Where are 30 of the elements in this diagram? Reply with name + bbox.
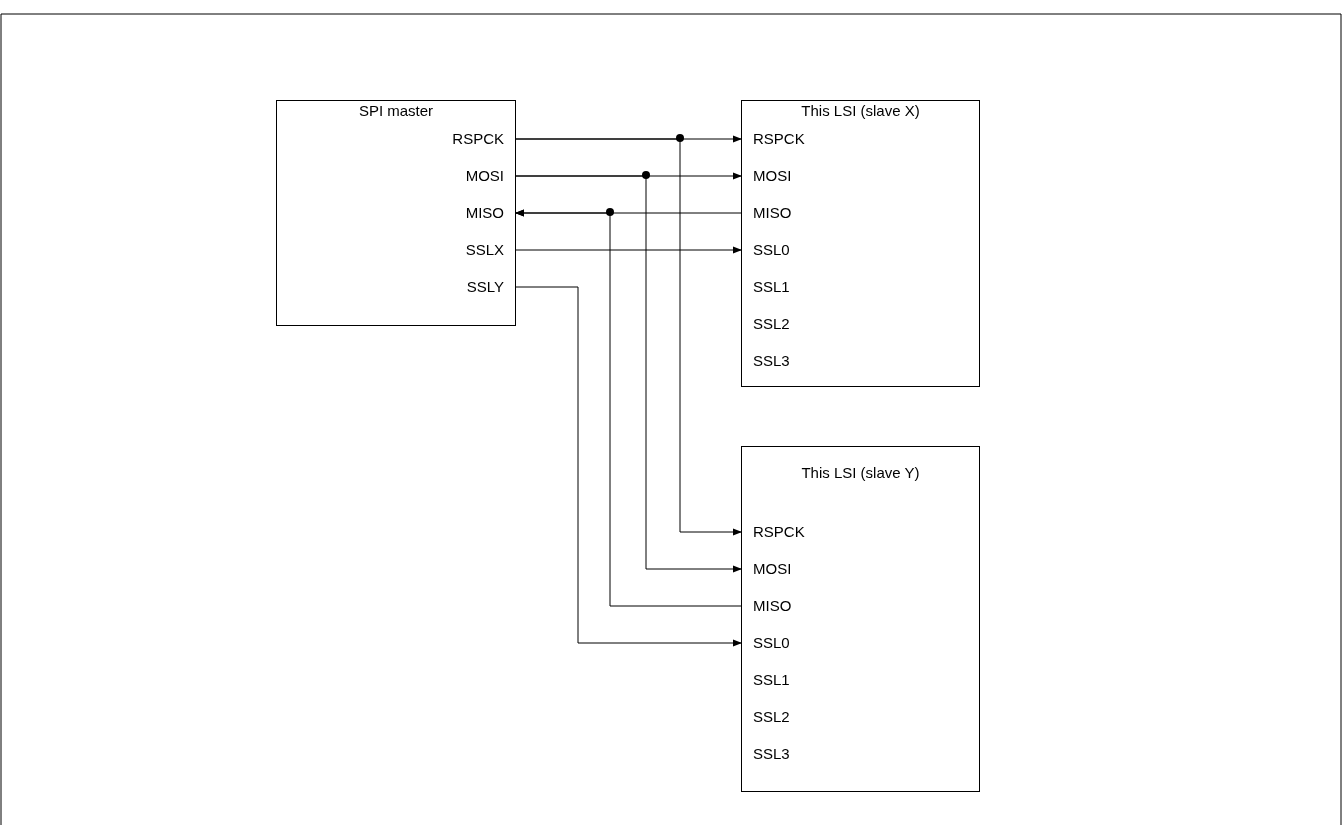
pin-label: SSL2 bbox=[742, 707, 790, 727]
pin-label: SSL1 bbox=[742, 277, 790, 297]
pin-label: SSL3 bbox=[742, 744, 790, 764]
chip-block bbox=[741, 446, 980, 792]
signal-wire bbox=[514, 286, 743, 647]
signal-wire bbox=[514, 175, 743, 573]
pin-label: SSL2 bbox=[742, 314, 790, 334]
pin-label: MOSI bbox=[742, 559, 792, 579]
pin-label: SSLX bbox=[465, 240, 515, 260]
pin-label: SSL1 bbox=[742, 670, 790, 690]
pin-label: MISO bbox=[742, 596, 792, 616]
pin-label: SSLY bbox=[466, 277, 515, 297]
chip-block bbox=[741, 100, 980, 387]
chip-block bbox=[276, 100, 516, 326]
pin-label: SSL0 bbox=[742, 240, 790, 260]
pin-label: MISO bbox=[742, 203, 792, 223]
block-title: This LSI (slave Y) bbox=[800, 463, 921, 483]
signal-wire bbox=[514, 209, 743, 607]
pin-label: SSL3 bbox=[742, 351, 790, 371]
block-title: SPI master bbox=[357, 101, 435, 121]
block-title: This LSI (slave X) bbox=[800, 101, 921, 121]
pin-label: RSPCK bbox=[742, 129, 805, 149]
pin-label: RSPCK bbox=[742, 522, 805, 542]
pin-label: MOSI bbox=[742, 166, 792, 186]
signal-wire bbox=[514, 246, 743, 254]
signal-wire bbox=[514, 138, 743, 536]
pin-label: MISO bbox=[465, 203, 515, 223]
pin-label: RSPCK bbox=[452, 129, 515, 149]
pin-label: MOSI bbox=[465, 166, 515, 186]
pin-label: SSL0 bbox=[742, 633, 790, 653]
